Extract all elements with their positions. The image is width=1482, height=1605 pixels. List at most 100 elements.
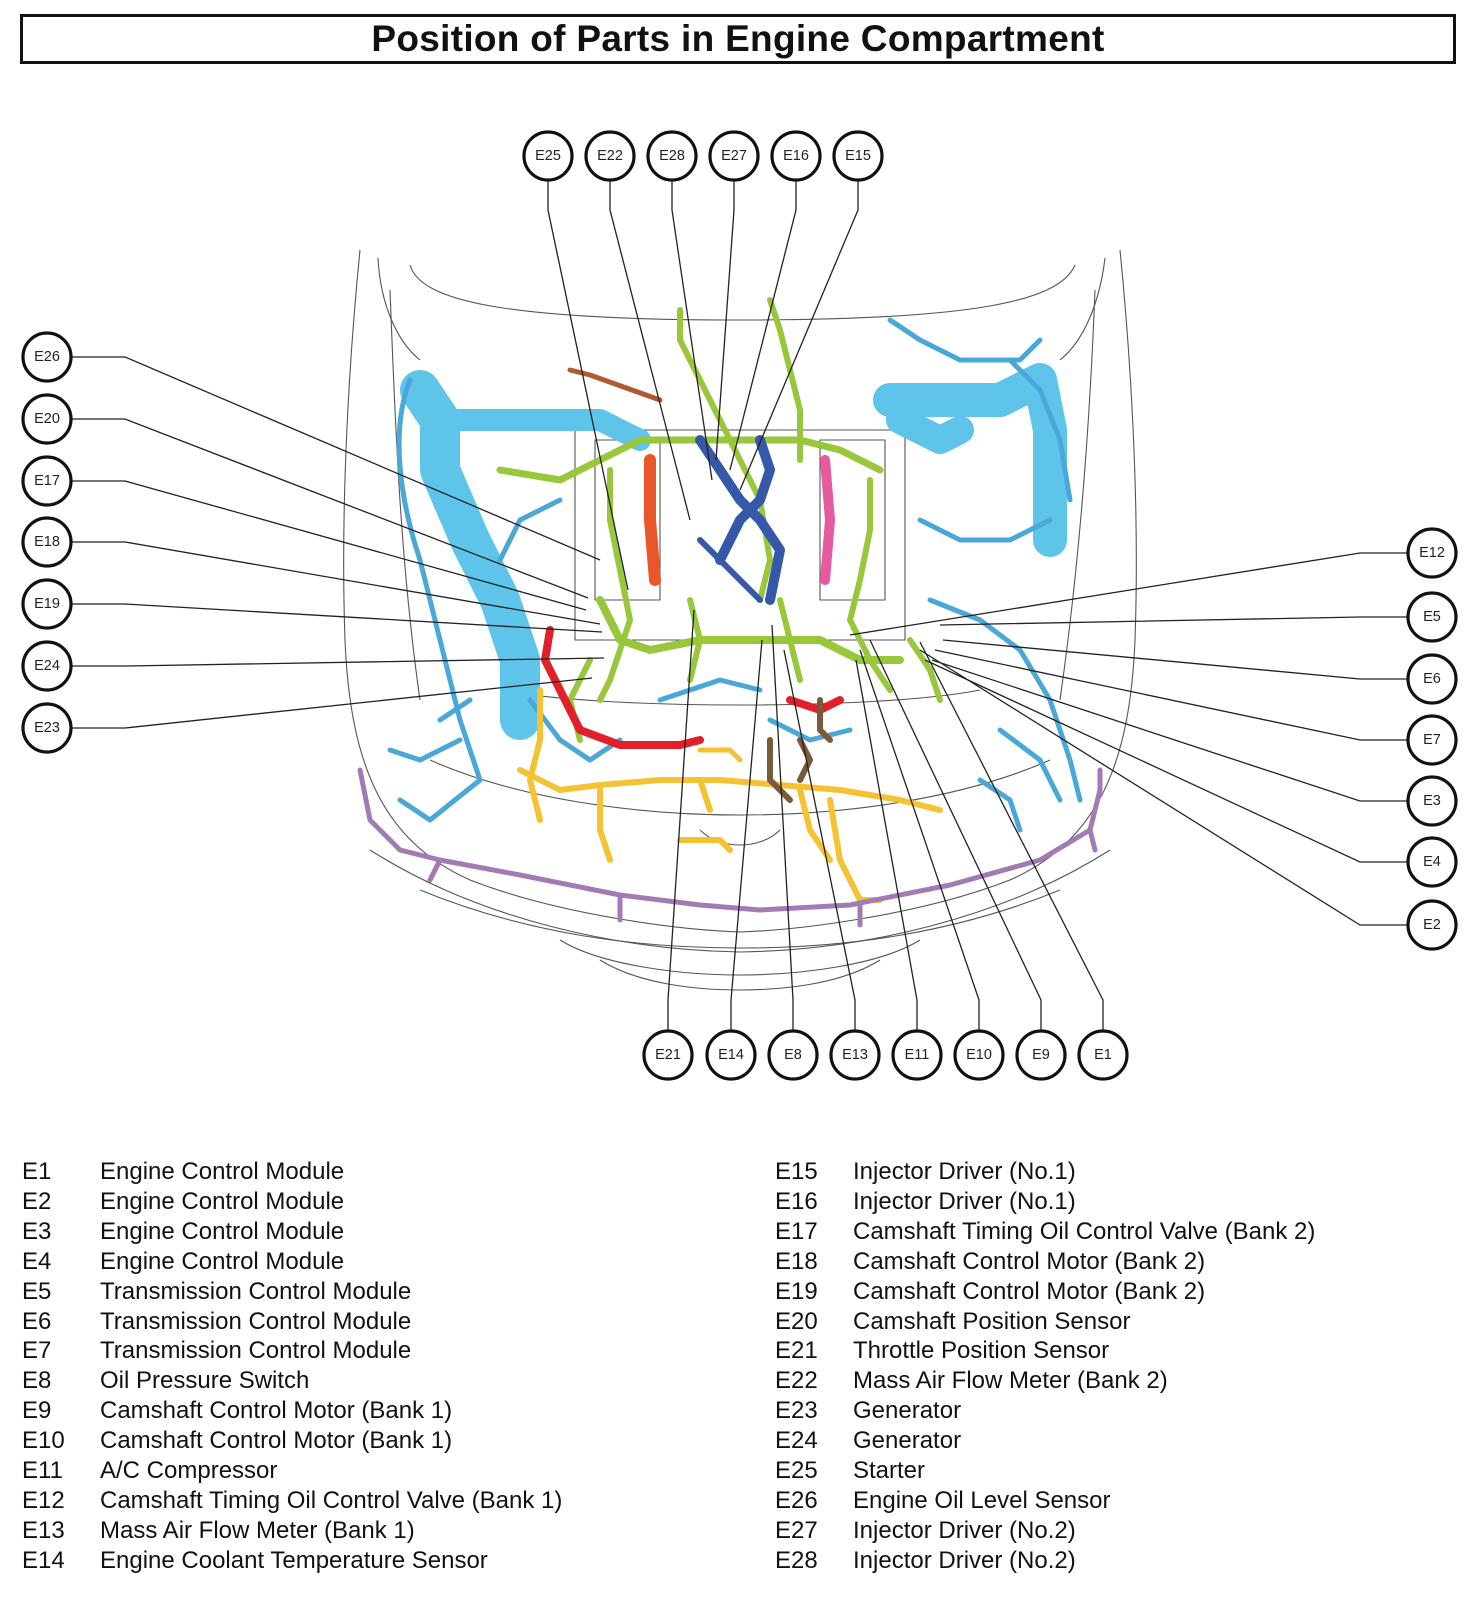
legend-desc: Engine Oil Level Sensor [853, 1486, 1111, 1514]
callout-e19: E19 [21, 578, 73, 630]
callout-label: E25 [535, 148, 561, 164]
legend-desc: Engine Control Module [100, 1217, 345, 1245]
legend-code: E20 [775, 1307, 818, 1335]
harness-purple [357, 767, 1103, 928]
legend-code: E21 [775, 1337, 818, 1365]
legend-code: E11 [22, 1457, 63, 1485]
callout-label: E8 [784, 1047, 802, 1063]
callout-e3: E3 [1406, 775, 1458, 827]
callout-label: E1 [1094, 1047, 1112, 1063]
callout-label: E2 [1423, 917, 1441, 933]
callout-label: E7 [1423, 732, 1441, 748]
callout-label: E11 [905, 1047, 930, 1063]
leader-e10 [859, 649, 980, 1030]
callouts-right: E12 E5 E6 E7 E3 E4 E2 [1406, 527, 1458, 951]
legend-desc: Generator [853, 1427, 962, 1455]
legend-desc: Engine Control Module [100, 1247, 345, 1275]
leader-e21 [667, 609, 695, 1030]
callout-label: E17 [34, 473, 60, 489]
legend-desc: Starter [853, 1457, 926, 1485]
legend-desc: Transmission Control Module [100, 1337, 412, 1365]
title-box: Position of Parts in Engine Compartment [20, 14, 1456, 64]
leader-e18 [72, 541, 601, 625]
leader-e7 [934, 649, 1408, 741]
callout-e18: E18 [21, 516, 73, 568]
leader-e8 [771, 624, 794, 1030]
callout-e11: E11 [891, 1029, 943, 1081]
legend-code: E3 [22, 1217, 52, 1245]
engine-compartment-diagram: E25 E22 E28 E27 E16 E15 E26 E20 E17 E18 … [21, 130, 1458, 1081]
callout-e5: E5 [1406, 591, 1458, 643]
legend-desc: Engine Control Module [100, 1187, 345, 1215]
grille [559, 939, 921, 976]
harness-green [496, 297, 943, 743]
legend-desc: Throttle Position Sensor [853, 1337, 1110, 1365]
leader-e20 [72, 418, 589, 599]
callout-label: E6 [1423, 671, 1441, 687]
legend-desc: Engine Control Module [100, 1158, 345, 1185]
callout-e7: E7 [1406, 714, 1458, 766]
leader-e19 [72, 603, 603, 633]
legend-code: E13 [22, 1516, 65, 1544]
callout-e15: E15 [832, 130, 884, 182]
hood-line [409, 264, 1076, 321]
legend-code: E2 [22, 1187, 52, 1215]
leader-e9 [869, 639, 1042, 1030]
legend-desc: Camshaft Control Motor (Bank 2) [853, 1277, 1206, 1305]
callout-label: E12 [1419, 545, 1445, 561]
callout-label: E26 [34, 349, 60, 365]
legend-code: E6 [22, 1307, 52, 1335]
legend-desc: Injector Driver (No.2) [853, 1546, 1076, 1574]
legend-desc: Transmission Control Module [100, 1307, 412, 1335]
legend-desc: Camshaft Timing Oil Control Valve (Bank … [853, 1217, 1316, 1245]
leader-e24 [72, 657, 605, 667]
legend-code: E19 [775, 1277, 818, 1305]
callout-label: E14 [718, 1047, 744, 1063]
callout-label: E20 [34, 411, 60, 427]
leader-e1 [919, 641, 1104, 1030]
legend-desc: Injector Driver (No.1) [853, 1187, 1076, 1215]
legend-code: E12 [22, 1486, 65, 1514]
radiator-line [429, 759, 1051, 816]
callout-e12: E12 [1406, 527, 1458, 579]
legend-desc: Camshaft Control Motor (Bank 1) [100, 1427, 453, 1455]
legend-item: E20 Camshaft Position Sensor [775, 1307, 1315, 1337]
callout-label: E23 [34, 720, 60, 736]
leader-e2 [919, 649, 1408, 926]
legend-code: E17 [775, 1217, 818, 1245]
legend-item: E19 Camshaft Control Motor (Bank 2) [775, 1277, 1315, 1307]
callout-e9: E9 [1015, 1029, 1067, 1081]
front-cross [499, 689, 981, 706]
legend-code: E28 [775, 1546, 818, 1574]
legend-desc: Camshaft Position Sensor [853, 1307, 1131, 1335]
inner-left [389, 289, 421, 701]
legend-desc: Injector Driver (No.1) [853, 1158, 1076, 1185]
callout-label: E24 [34, 658, 60, 674]
legend-code: E10 [22, 1427, 65, 1455]
callout-e25: E25 [522, 130, 574, 182]
fender-left [377, 257, 421, 361]
callouts-left: E26 E20 E17 E18 E19 E24 E23 [21, 331, 73, 754]
callout-label: E15 [845, 148, 871, 164]
legend-item: E21 Throttle Position Sensor [775, 1336, 1315, 1366]
legend-item: E15 Injector Driver (No.1) [775, 1157, 1315, 1187]
callout-label: E3 [1423, 793, 1441, 809]
harness-yellow [517, 687, 943, 903]
legend-code: E8 [22, 1367, 52, 1395]
legend-desc: Mass Air Flow Meter (Bank 2) [853, 1367, 1168, 1395]
legend-code: E15 [775, 1158, 818, 1185]
bumper-inner [419, 889, 1061, 949]
legend-desc: Generator [853, 1397, 962, 1425]
inner-right [1059, 289, 1096, 701]
callout-label: E10 [966, 1047, 992, 1063]
leader-e3 [931, 659, 1408, 802]
body-outline [343, 249, 1137, 933]
callout-label: E9 [1032, 1047, 1050, 1063]
